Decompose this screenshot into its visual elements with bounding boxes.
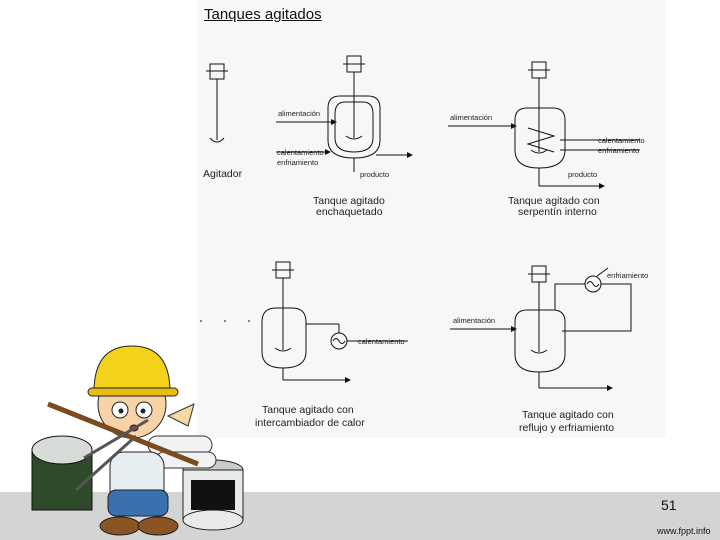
- exchanger-caption-2: intercambiador de calor: [255, 417, 365, 429]
- agitator-label: Agitador: [203, 168, 243, 180]
- reflux-tank-diagram: [450, 265, 632, 391]
- dark-bucket: [31, 435, 93, 511]
- jacketed-heating-label: calentamiento: [277, 148, 324, 157]
- reflux-feed-label: alimentación: [453, 316, 495, 325]
- reflux-cooling-label: enfriamiento: [607, 271, 648, 280]
- reflux-caption-2: reflujo y erfriamiento: [519, 422, 614, 434]
- exchanger-tank-diagram: [200, 261, 408, 383]
- jacketed-product-label: producto: [360, 170, 389, 179]
- engineer-illustration: [31, 345, 244, 536]
- slide-title: Tanques agitados: [204, 6, 322, 23]
- engineer-body: [87, 345, 179, 536]
- page-number: 51: [661, 497, 677, 513]
- exchanger-heating-label: calentamiento: [358, 337, 405, 346]
- drafting-tools: [47, 401, 199, 492]
- jacketed-tank-diagram: [276, 55, 413, 172]
- jacketed-feed-label: alimentación: [278, 109, 320, 118]
- paint-can: [182, 459, 244, 531]
- reflux-caption-1: Tanque agitado con: [522, 409, 614, 421]
- footer-brand: www.fppt.info: [657, 526, 711, 536]
- coil-cooling-label: enfriamiento: [598, 146, 639, 155]
- jacketed-caption-1: Tanque agitado: [313, 195, 385, 207]
- diagram-panel: [197, 0, 666, 438]
- agitator-diagram: [206, 63, 228, 143]
- coil-caption-1: Tanque agitado con: [508, 195, 600, 207]
- coil-caption-2: serpentín interno: [518, 206, 597, 218]
- exchanger-caption-1: Tanque agitado con: [262, 404, 354, 416]
- coil-tank-diagram: [448, 61, 640, 189]
- jacketed-caption-2: enchaquetado: [316, 206, 383, 218]
- jacketed-cooling-label: enfriamiento: [277, 158, 318, 167]
- coil-heating-label: calentamiento: [598, 136, 645, 145]
- coil-product-label: producto: [568, 170, 597, 179]
- coil-feed-label: alimentación: [450, 113, 492, 122]
